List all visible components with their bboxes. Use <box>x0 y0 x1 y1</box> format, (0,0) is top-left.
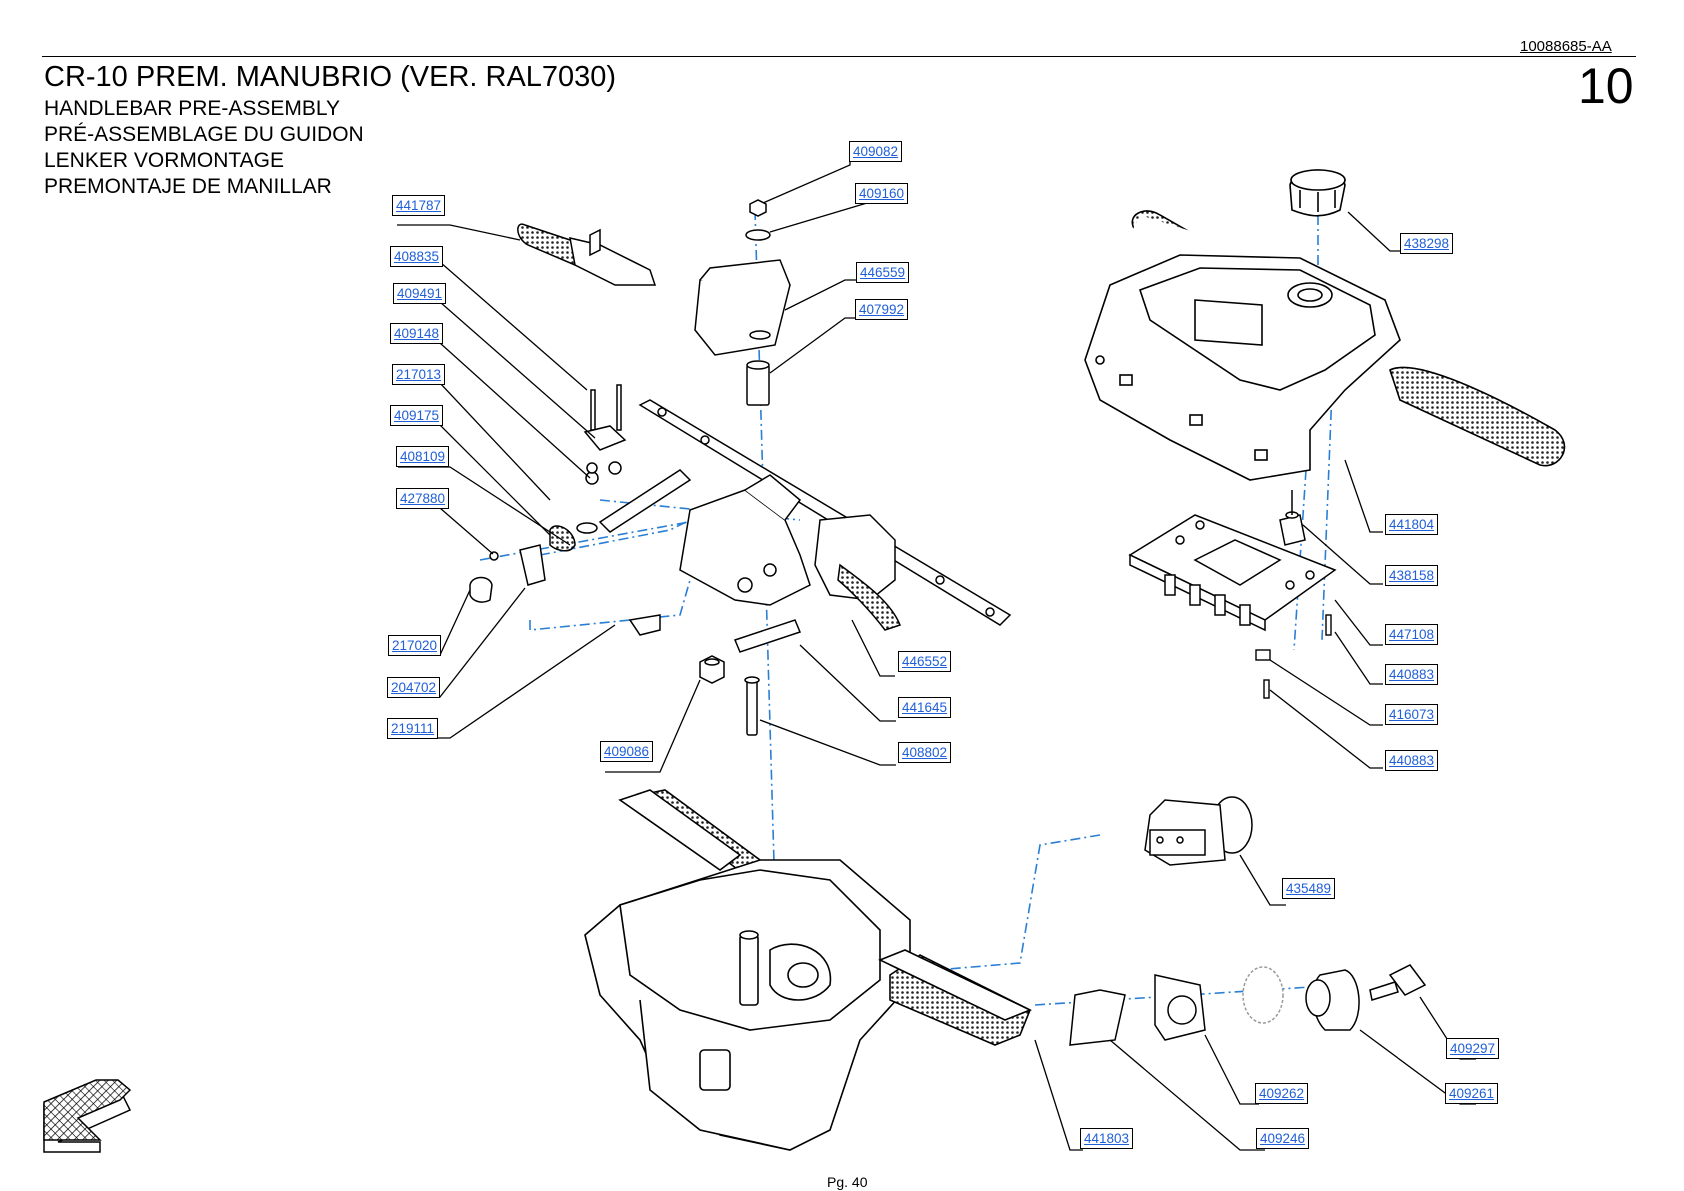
emergency-button <box>1144 796 1253 866</box>
part-number-link[interactable]: 427880 <box>396 488 450 509</box>
part-number-link[interactable]: 416073 <box>1385 704 1439 725</box>
section-number: 10 <box>1578 58 1634 114</box>
part-number-link[interactable]: 435489 <box>1282 878 1336 899</box>
part-number-link[interactable]: 409082 <box>849 141 903 162</box>
part-number-link[interactable]: 409297 <box>1446 1038 1500 1059</box>
base-housing <box>584 789 1032 1151</box>
part-number-link[interactable]: 409491 <box>393 283 447 304</box>
part-number-link[interactable]: 409086 <box>600 741 654 762</box>
part-number-link[interactable]: 441787 <box>392 195 446 216</box>
part-number-link[interactable]: 408802 <box>898 742 952 763</box>
central-bracket <box>628 399 1012 653</box>
part-number-link[interactable]: 407992 <box>855 299 909 320</box>
part-number-link[interactable]: 446559 <box>856 262 910 283</box>
part-number-link[interactable]: 438298 <box>1400 233 1454 254</box>
header-rule <box>42 56 1636 57</box>
part-number-link[interactable]: 440883 <box>1385 750 1439 771</box>
part-number-link[interactable]: 447108 <box>1385 624 1439 645</box>
subtitle-es: PREMONTAJE DE MANILLAR <box>44 175 332 198</box>
part-number-link[interactable]: 409148 <box>390 323 444 344</box>
part-number-link[interactable]: 217013 <box>392 364 446 385</box>
subtitle-fr: PRÉ-ASSEMBLAGE DU GUIDON <box>44 123 364 146</box>
part-number-link[interactable]: 409160 <box>855 183 909 204</box>
part-number-link[interactable]: 438158 <box>1385 565 1439 586</box>
part-number-link[interactable]: 441804 <box>1385 514 1439 535</box>
part-number-link[interactable]: 441803 <box>1080 1128 1134 1149</box>
part-number-link[interactable]: 409175 <box>390 405 444 426</box>
part-number-link[interactable]: 408835 <box>390 246 444 267</box>
subtitle-en: HANDLEBAR PRE-ASSEMBLY <box>44 97 341 120</box>
part-number-link[interactable]: 204702 <box>387 677 441 698</box>
part-number-link[interactable]: 409261 <box>1445 1083 1499 1104</box>
key-switch-parts <box>1069 964 1427 1046</box>
knob <box>1289 169 1346 217</box>
lower-small-parts <box>699 655 760 736</box>
part-number-link[interactable]: 217020 <box>388 635 442 656</box>
page-title: CR-10 PREM. MANUBRIO (VER. RAL7030) <box>44 61 617 93</box>
part-number-link[interactable]: 408109 <box>396 446 450 467</box>
front-direction-arrow-icon <box>43 1079 132 1153</box>
part-number-link[interactable]: 446552 <box>898 651 952 672</box>
page-footer: Pg. 40 <box>827 1174 868 1190</box>
part-number-link[interactable]: 409246 <box>1256 1128 1310 1149</box>
part-number-link[interactable]: 441645 <box>898 697 952 718</box>
part-number-link[interactable]: 219111 <box>387 718 439 739</box>
handlebar-cover <box>1084 210 1566 481</box>
screws-right <box>1255 614 1332 699</box>
part-number-link[interactable]: 409262 <box>1255 1083 1309 1104</box>
part-number-link[interactable]: 440883 <box>1385 664 1439 685</box>
subtitle-de: LENKER VORMONTAGE <box>44 149 284 172</box>
control-board <box>1128 490 1337 632</box>
upper-left-parts <box>469 199 791 603</box>
document-id: 10088685-AA <box>1520 38 1612 55</box>
